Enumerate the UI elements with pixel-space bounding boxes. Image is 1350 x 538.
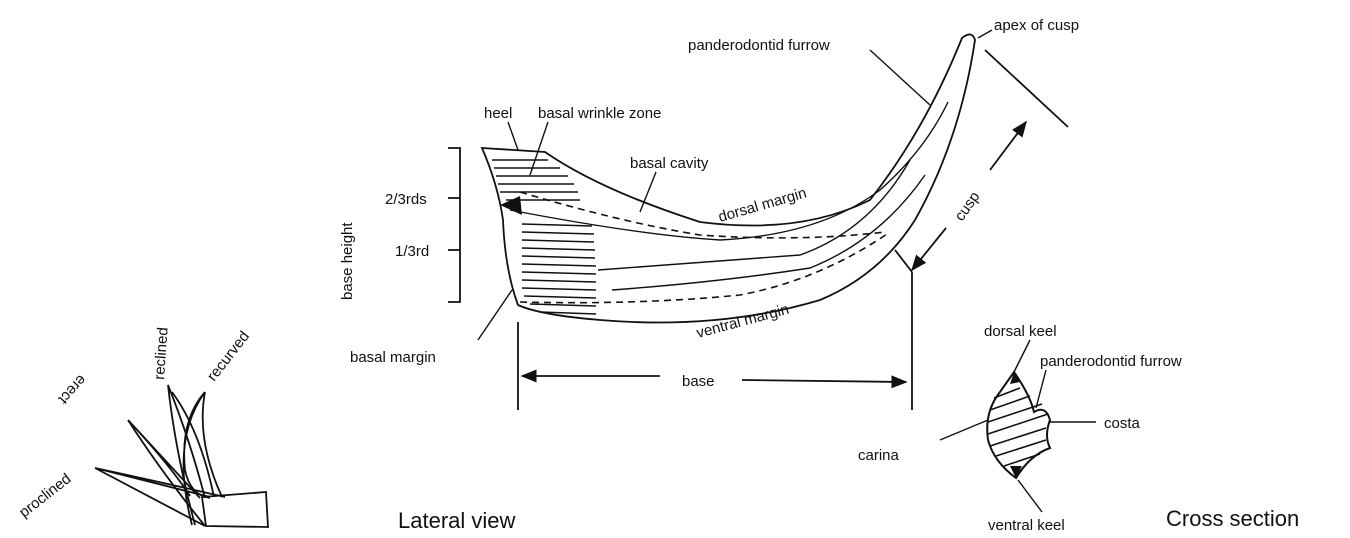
label-ventral-margin: ventral margin bbox=[695, 301, 791, 342]
lateral-view: base height 2/3rds 1/3rd cusp apex of cu… bbox=[339, 17, 1079, 533]
leader-ventral-keel bbox=[1018, 480, 1042, 512]
label-proclined: proclined bbox=[16, 470, 74, 521]
leader-panderodontid-furrow bbox=[870, 50, 930, 105]
label-erect: erect bbox=[54, 371, 90, 408]
erect-cusp-outline bbox=[128, 420, 205, 526]
label-recurved: recurved bbox=[204, 328, 253, 384]
label-panderodontid-furrow: panderodontid furrow bbox=[688, 37, 830, 54]
ventral-dashed bbox=[520, 232, 890, 303]
leader-basal-margin bbox=[478, 290, 512, 340]
label-base: base bbox=[682, 373, 715, 390]
label-two-thirds: 2/3rds bbox=[385, 191, 427, 208]
caption-lateral-view: Lateral view bbox=[398, 508, 516, 533]
label-heel: heel bbox=[484, 105, 512, 122]
label-one-third: 1/3rd bbox=[395, 243, 429, 260]
caption-cross-section: Cross section bbox=[1166, 506, 1299, 531]
label-carina: carina bbox=[858, 447, 900, 464]
cusp-extent-line-bottom bbox=[895, 250, 912, 272]
label-ventral-keel: ventral keel bbox=[988, 517, 1065, 534]
label-apex-of-cusp: apex of cusp bbox=[994, 17, 1079, 34]
orientation-sketch: proclined erect reclined recurved bbox=[16, 327, 268, 527]
cross-section: dorsal keel panderodontid furrow costa c… bbox=[858, 323, 1299, 534]
leader-cross-panderodontid-furrow bbox=[1036, 370, 1046, 408]
leader-heel bbox=[508, 122, 518, 150]
leader-apex bbox=[978, 30, 992, 38]
base-height-bracket bbox=[448, 148, 460, 302]
cusp-extent-line-top bbox=[985, 50, 1068, 127]
label-cusp: cusp bbox=[951, 189, 983, 225]
label-basal-wrinkle-zone: basal wrinkle zone bbox=[538, 105, 661, 122]
label-base-height: base height bbox=[339, 222, 356, 300]
orientation-base-block bbox=[202, 492, 268, 527]
label-basal-margin: basal margin bbox=[350, 349, 436, 366]
junction-wedge bbox=[500, 196, 522, 215]
leader-carina bbox=[940, 420, 988, 440]
label-cross-panderodontid-furrow: panderodontid furrow bbox=[1040, 353, 1182, 370]
base-arrow-right bbox=[742, 380, 906, 382]
cusp-arrow-upper bbox=[990, 122, 1026, 170]
label-dorsal-keel: dorsal keel bbox=[984, 323, 1057, 340]
leader-dorsal-keel bbox=[1014, 340, 1030, 372]
leader-basal-wrinkle-zone bbox=[530, 122, 548, 175]
label-costa: costa bbox=[1104, 415, 1141, 432]
base-hatching bbox=[522, 224, 596, 314]
cusp-arrow-lower bbox=[912, 228, 946, 270]
label-dorsal-margin: dorsal margin bbox=[716, 184, 808, 225]
label-basal-cavity: basal cavity bbox=[630, 155, 709, 172]
label-reclined: reclined bbox=[151, 327, 172, 381]
